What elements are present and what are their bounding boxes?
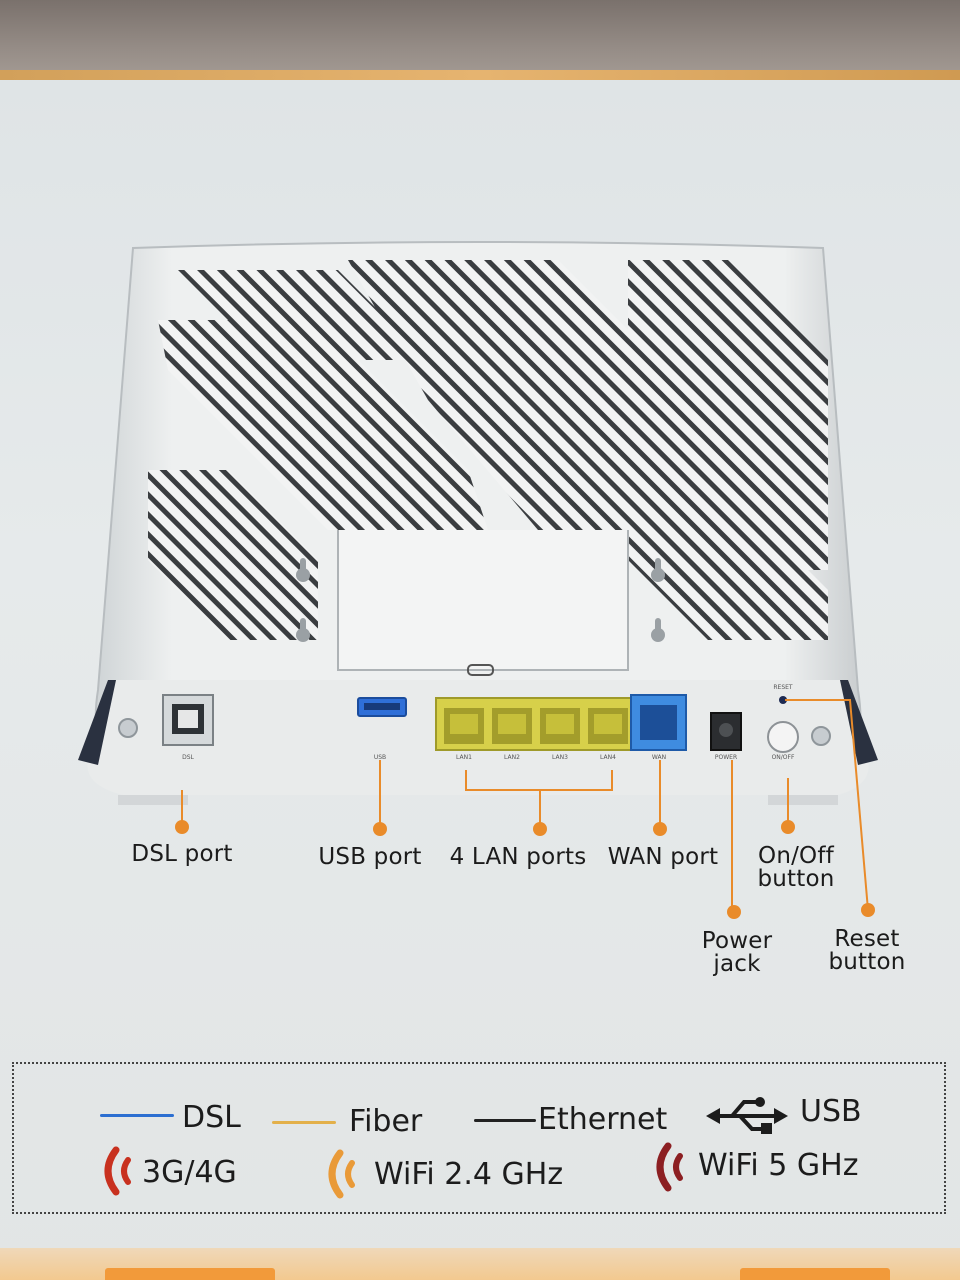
reset-mark: RESET: [773, 684, 793, 691]
wan-mark: WAN: [652, 754, 666, 761]
usb-port-label: USB port: [318, 844, 422, 870]
lan-port-socket: [498, 714, 526, 734]
lan-mark: LAN3: [552, 754, 568, 761]
lan-mark: LAN4: [600, 754, 616, 761]
lan-mark: LAN2: [504, 754, 520, 761]
legend-wifi24: WiFi 2.4 GHz: [374, 1157, 564, 1192]
legend-3g4g: 3G/4G: [142, 1155, 237, 1190]
usb-mark: USB: [374, 754, 386, 761]
dsl-mark: DSL: [182, 754, 194, 761]
signal-waves-icon: [104, 1146, 131, 1196]
reset-button-label: Reset button: [828, 926, 906, 975]
legend-usb: USB: [800, 1094, 862, 1129]
signal-waves-icon: [328, 1149, 355, 1199]
fiber-line-swatch: [272, 1121, 336, 1124]
legend-ethernet: Ethernet: [538, 1102, 668, 1137]
usb-trident-icon: [706, 1097, 788, 1134]
box-bottom-tab: [105, 1268, 275, 1280]
legend-wifi5: WiFi 5 GHz: [698, 1148, 859, 1183]
dsl-port-label: DSL port: [131, 841, 233, 867]
legend-box: DSL Fiber Ethernet USB 3G/4G WiFi 2.4 GH…: [12, 1062, 946, 1214]
lan-port-socket: [450, 714, 478, 734]
router-rear-illustration: DSL USB LAN1 LAN2 LAN3 LAN4 WAN POWER RESET…: [68, 240, 888, 810]
lan-mark: LAN1: [456, 754, 472, 761]
legend-fiber: Fiber: [349, 1104, 423, 1139]
onoff-button-label: On/Off button: [757, 843, 835, 892]
legend-dsl: DSL: [182, 1100, 241, 1135]
ethernet-line-swatch: [474, 1119, 536, 1122]
background-fabric: [0, 0, 960, 80]
power-mark: POWER: [715, 754, 737, 761]
lan-port-socket: [594, 714, 622, 734]
box-bottom-tab-right: [740, 1268, 890, 1280]
wan-port-label: WAN port: [607, 844, 719, 870]
dsl-line-swatch: [100, 1114, 174, 1117]
onoff-mark: ON/OFF: [772, 754, 795, 761]
lan-ports-label: 4 LAN ports: [449, 844, 587, 870]
lan-port-socket: [546, 714, 574, 734]
power-jack-label: Power jack: [701, 928, 773, 977]
signal-waves-icon: [656, 1142, 683, 1192]
